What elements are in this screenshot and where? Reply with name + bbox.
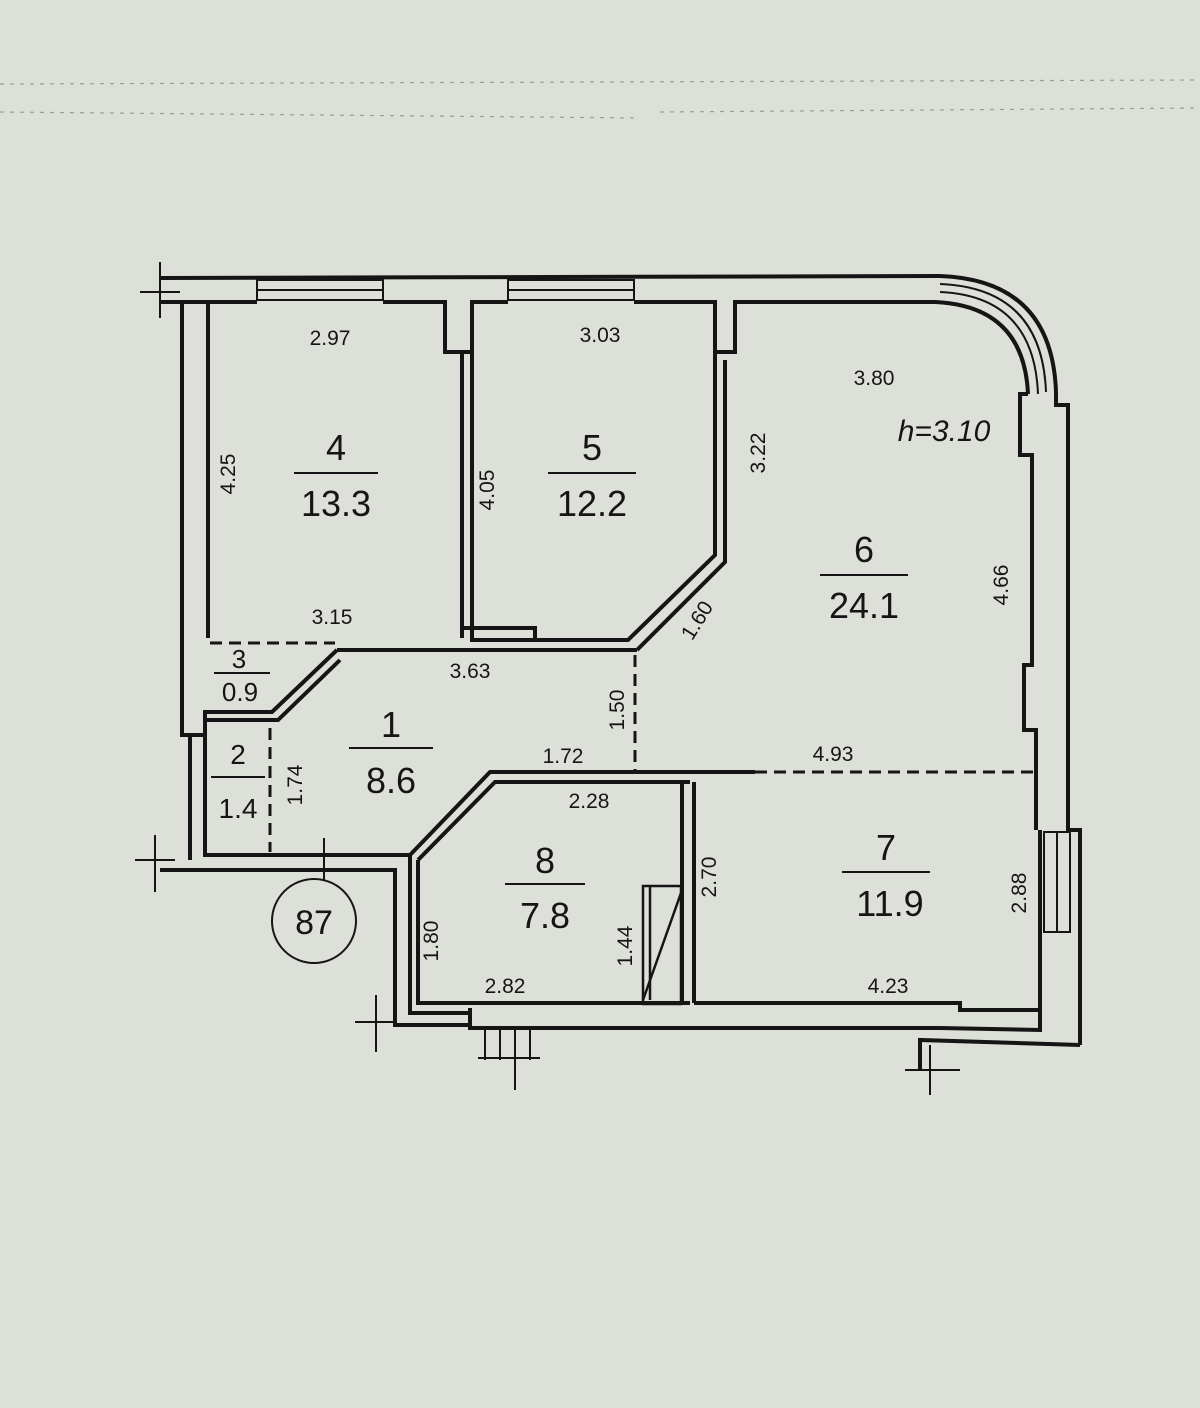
dim-r8-bottom: 2.82 <box>485 975 526 998</box>
dim-r8-closet: 1.44 <box>614 925 637 966</box>
dim-r4-bottom: 3.15 <box>312 606 353 629</box>
room-number: 7 <box>876 827 896 868</box>
dim-r2-right: 1.74 <box>284 764 307 805</box>
room-area: 11.9 <box>856 883 923 924</box>
dim-r4-left: 4.25 <box>217 454 240 495</box>
room-2: 2 1.4 <box>211 739 265 824</box>
axis-markers <box>135 262 960 1095</box>
apartment-number-badge: 87 <box>271 878 357 964</box>
apartment-number: 87 <box>295 904 333 942</box>
room-1: 1 8.6 <box>349 704 433 801</box>
scan-artifacts <box>0 79 1200 119</box>
dim-r1-top: 3.63 <box>450 660 491 683</box>
closet-8 <box>641 884 683 1006</box>
room-7: 7 11.9 <box>842 827 930 924</box>
dim-r7-bottom: 4.23 <box>868 975 909 998</box>
room-area: 8.6 <box>366 760 416 801</box>
dim-r5-top: 3.03 <box>580 324 621 347</box>
room-5: 5 12.2 <box>548 427 636 524</box>
exterior-walls <box>159 274 1082 1070</box>
room-number: 6 <box>854 529 874 570</box>
room-number: 2 <box>230 739 246 770</box>
top-windows <box>208 279 745 354</box>
dim-r7-top: 4.93 <box>813 743 854 766</box>
dim-r8-top: 2.28 <box>569 790 610 813</box>
dim-r1-right: 1.50 <box>606 690 629 731</box>
room-area: 1.4 <box>219 793 258 824</box>
dim-r8-left: 1.80 <box>420 921 443 962</box>
room-area: 0.9 <box>222 677 258 707</box>
dim-r7-left: 2.70 <box>698 857 721 898</box>
room-number: 8 <box>535 840 555 881</box>
room-3: 3 0.9 <box>214 644 270 707</box>
room-4: 4 13.3 <box>294 427 378 524</box>
room-6: 6 24.1 <box>820 529 908 626</box>
dashed-partitions <box>210 641 1036 852</box>
room-number: 4 <box>326 427 346 468</box>
room-area: 13.3 <box>301 483 371 524</box>
dim-r6-left: 3.22 <box>747 433 770 474</box>
dim-r6-top: 3.80 <box>854 367 895 390</box>
room-number: 3 <box>232 644 246 674</box>
room-number: 1 <box>381 704 401 745</box>
interior-walls <box>205 305 1040 1012</box>
dim-r4-top: 2.97 <box>310 327 351 350</box>
room-number: 5 <box>582 427 602 468</box>
dim-r6-right: 4.66 <box>990 565 1013 606</box>
room-area: 24.1 <box>829 585 899 626</box>
ceiling-height-note: h=3.10 <box>898 415 991 448</box>
dim-r7-right: 2.88 <box>1008 873 1031 914</box>
dim-r1-bottom: 1.72 <box>543 745 584 768</box>
dim-r5-left: 4.05 <box>476 470 499 511</box>
room-area: 7.8 <box>520 895 570 936</box>
dimension-labels: 2.97 4.25 3.15 3.03 4.05 3.80 3.22 1.60 … <box>217 324 1031 998</box>
room-area: 12.2 <box>557 483 627 524</box>
room-8: 8 7.8 <box>505 840 585 936</box>
